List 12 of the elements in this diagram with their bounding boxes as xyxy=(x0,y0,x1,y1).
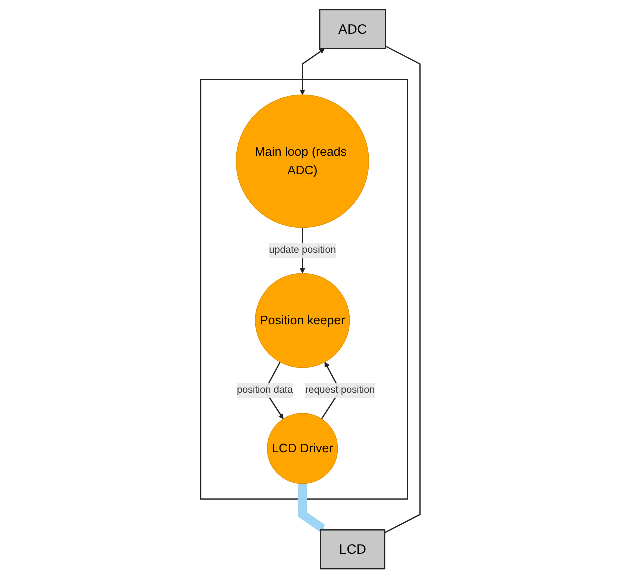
node-box: ADC xyxy=(319,9,386,50)
edge-label: position data xyxy=(236,385,293,396)
edge-label: request position xyxy=(305,385,376,396)
arrow xyxy=(298,484,326,532)
node-circle: Position keeper xyxy=(255,273,350,368)
node-circle: Main loop (reads ADC) xyxy=(236,94,370,228)
cluster xyxy=(200,79,408,500)
connector xyxy=(384,46,421,534)
node-circle: LCD Driver xyxy=(267,413,338,484)
node-box: LCD xyxy=(320,530,386,570)
arrow xyxy=(300,48,325,96)
edge-label: update position xyxy=(269,245,336,256)
